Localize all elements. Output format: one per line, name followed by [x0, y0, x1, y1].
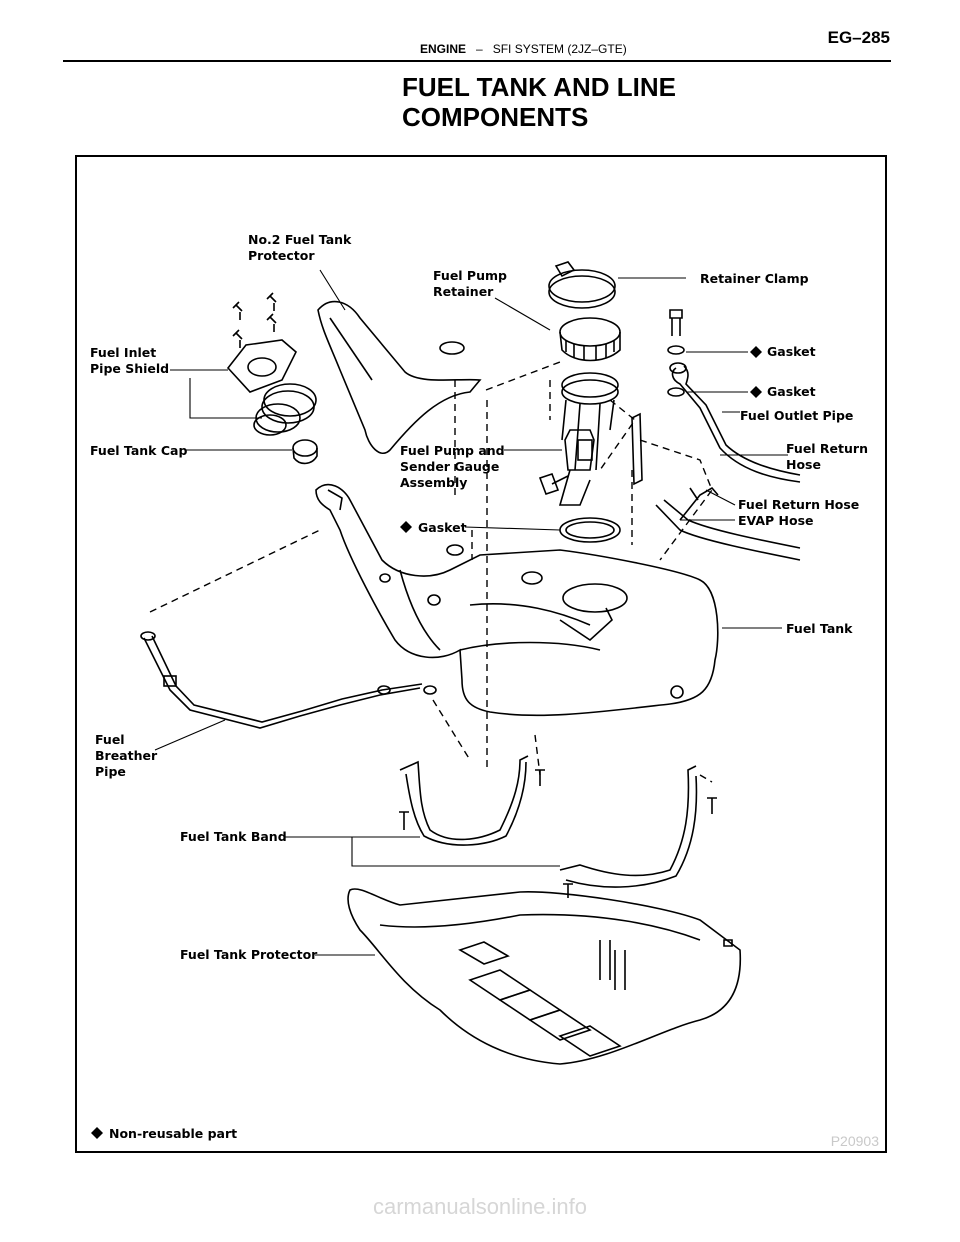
label-tank-band: Fuel Tank Band	[180, 829, 287, 844]
label-evap-hose: EVAP Hose	[738, 513, 814, 528]
label-return-hose-b: Fuel Return Hose	[738, 497, 859, 512]
label-return-hose-a-2: Hose	[786, 457, 821, 472]
label-pump-assembly: Fuel Pump and	[400, 443, 505, 458]
no2-tank-protector-shape	[317, 300, 482, 454]
pump-gasket-shape	[559, 517, 621, 543]
label-breather-pipe-3: Pipe	[95, 764, 126, 779]
label-gasket-lower: Gasket	[767, 384, 816, 399]
page-number: EG–285	[827, 28, 890, 47]
fuel-tank-shape	[315, 483, 719, 717]
page-header: ENGINE–SFI SYSTEM (2JZ–GTE) EG–285	[0, 22, 960, 56]
retainer-clamp-shape	[548, 261, 616, 309]
label-return-hose-a: Fuel Return	[786, 441, 868, 456]
inlet-shield-shape	[226, 339, 297, 393]
return-hose-small-shape	[631, 412, 643, 486]
label-gasket-upper: Gasket	[767, 344, 816, 359]
label-tank-protector: Fuel Tank Protector	[180, 947, 318, 962]
diagram-frame: P20903	[75, 155, 887, 1153]
pump-assembly-shape	[538, 372, 619, 506]
label-pump-assembly-2: Sender Gauge	[400, 459, 499, 474]
section-title: ENGINE–SFI SYSTEM (2JZ–GTE)	[420, 42, 627, 56]
assembly-guide-lines	[149, 361, 713, 783]
label-pump-retainer-2: Retainer	[433, 284, 494, 299]
label-pump-assembly-3: Assembly	[400, 475, 467, 490]
leader-lines	[154, 269, 788, 956]
label-retainer-clamp: Retainer Clamp	[700, 271, 809, 286]
fuel-outlet-pipe-shape	[671, 365, 801, 483]
tank-band-shape	[399, 755, 717, 898]
label-non-reusable: Non-reusable part	[109, 1126, 237, 1141]
label-no2-tank-protector: No.2 Fuel Tank	[248, 232, 352, 247]
pump-retainer-shape	[559, 317, 621, 362]
breather-pipe-shape	[140, 631, 437, 729]
header-rule	[63, 60, 891, 62]
label-no2-tank-protector-2: Protector	[248, 248, 315, 263]
label-fuel-tank: Fuel Tank	[786, 621, 853, 636]
label-breather-pipe: Fuel	[95, 732, 125, 747]
outlet-bolt-shape	[667, 309, 685, 397]
watermark: carmanualsonline.info	[372, 1194, 588, 1219]
grommet-shape	[439, 341, 465, 355]
label-inlet-shield-2: Pipe Shield	[90, 361, 169, 376]
page-title: FUEL TANK AND LINE COMPONENTS	[402, 72, 676, 132]
label-tank-cap: Fuel Tank Cap	[90, 443, 187, 458]
inlet-shield-screws	[232, 292, 277, 348]
tank-protector-shape	[347, 888, 742, 1065]
label-inlet-shield: Fuel Inlet	[90, 345, 156, 360]
label-breather-pipe-2: Breather	[95, 748, 158, 763]
label-outlet-pipe: Fuel Outlet Pipe	[740, 408, 853, 423]
figure-code: P20903	[830, 1133, 879, 1149]
non-reusable-markers	[91, 346, 762, 1139]
tank-cap-shape	[292, 439, 318, 465]
label-gasket-pump: Gasket	[418, 520, 467, 535]
label-pump-retainer: Fuel Pump	[433, 268, 507, 283]
filler-neck-shape	[253, 383, 317, 436]
